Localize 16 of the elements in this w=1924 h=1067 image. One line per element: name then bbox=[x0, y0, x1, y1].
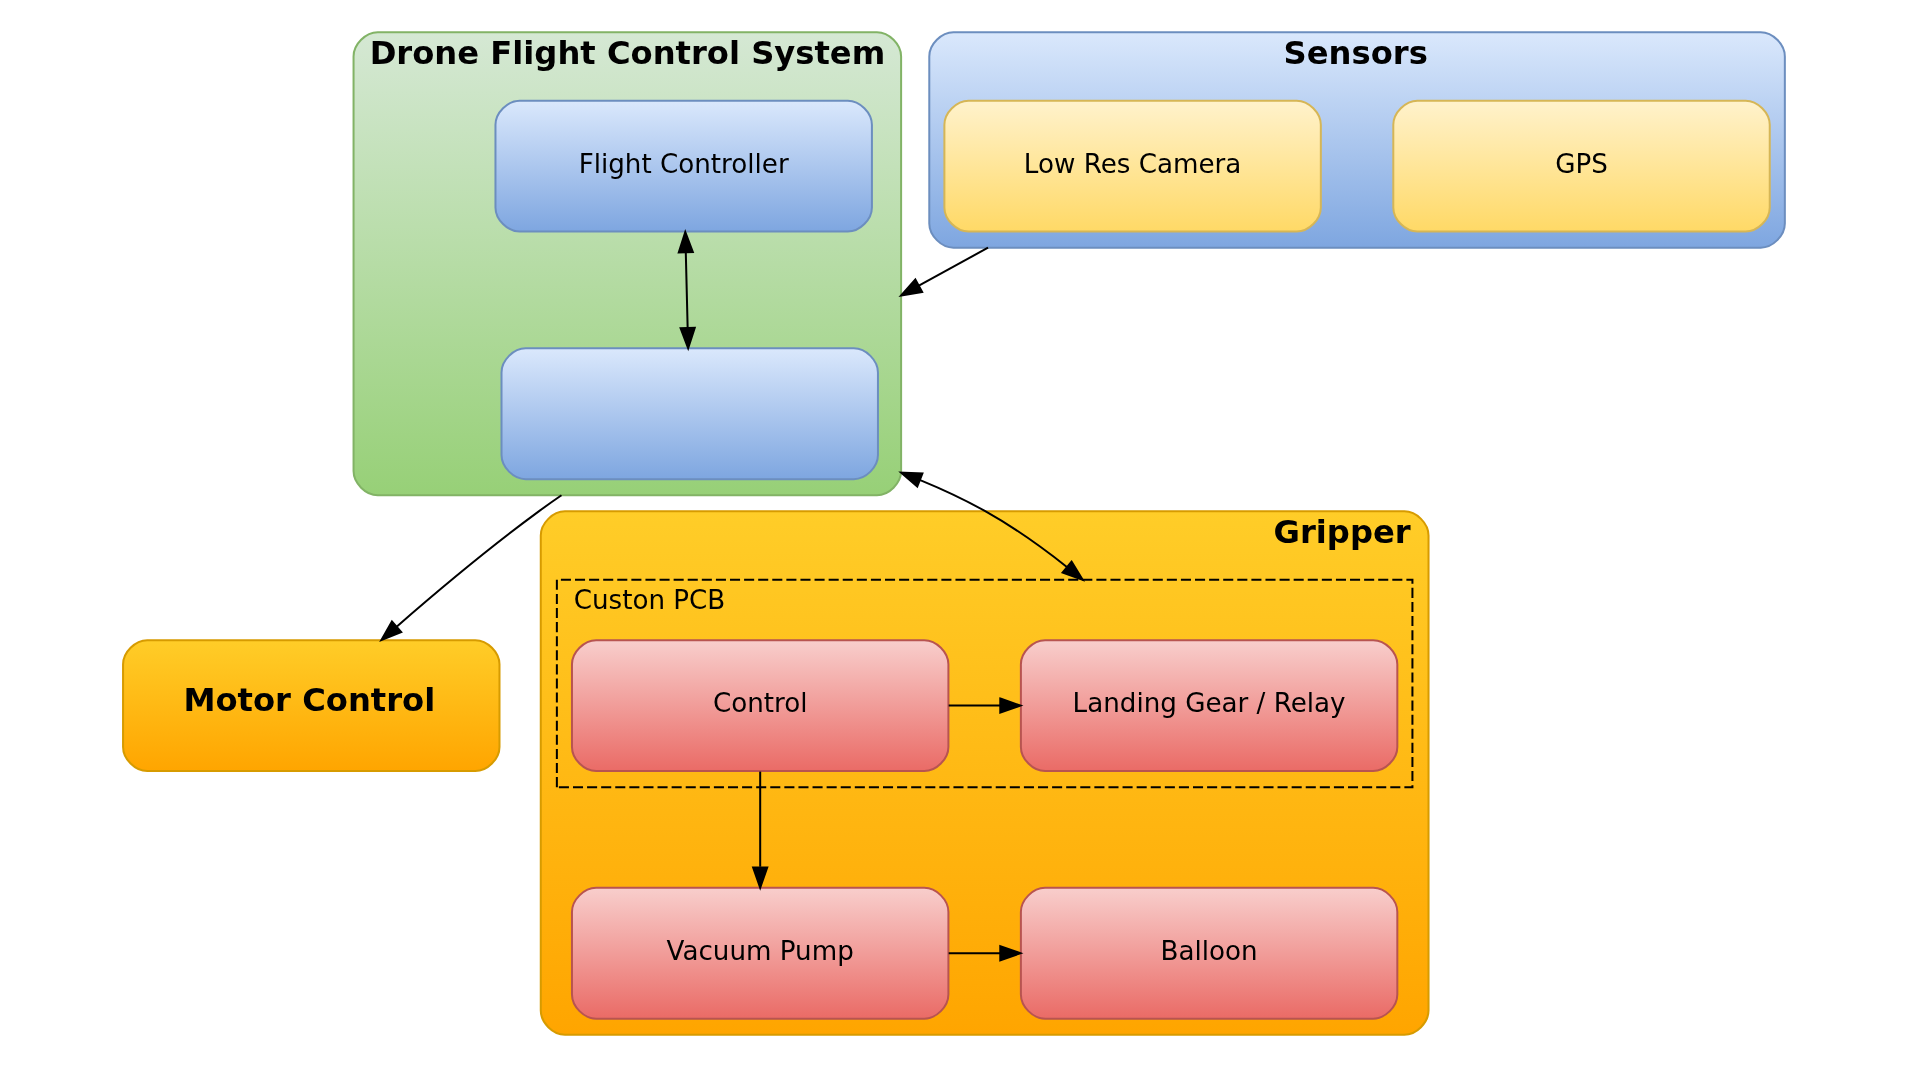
arrow bbox=[677, 229, 697, 352]
node-box: Balloon bbox=[1019, 886, 1399, 1020]
node-box: Landing Gear / Relay bbox=[1019, 639, 1399, 773]
arrow bbox=[379, 494, 563, 642]
node-box: GPS bbox=[1392, 99, 1771, 233]
node-box: Motor Control bbox=[122, 639, 501, 773]
arrow bbox=[751, 771, 769, 891]
node-box: Vacuum Pump bbox=[570, 886, 950, 1020]
node-box: Control bbox=[570, 639, 950, 773]
arrow bbox=[898, 246, 989, 297]
node-box bbox=[500, 347, 879, 481]
arrow bbox=[948, 697, 1024, 715]
arrow bbox=[948, 944, 1024, 962]
arrow bbox=[898, 471, 1086, 582]
node-box: Low Res Camera bbox=[943, 99, 1322, 233]
node-box: Flight Controller bbox=[494, 99, 873, 233]
